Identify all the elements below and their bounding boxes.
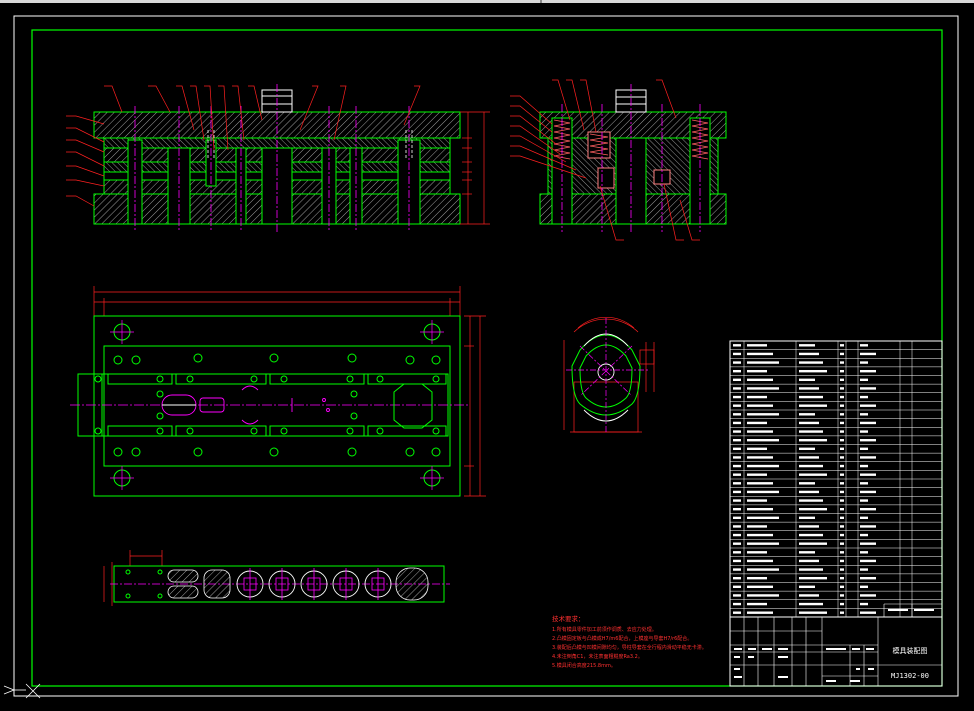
strip-layout-view[interactable] xyxy=(103,550,450,606)
note-line: 1.所有模具零件加工前须作调质、去应力处理。 xyxy=(552,626,657,633)
ucs-icon xyxy=(3,683,41,699)
side-section-view[interactable] xyxy=(510,79,727,241)
drawing-title: 模具装配图 xyxy=(893,646,928,655)
sheet-outer-border xyxy=(13,15,959,697)
technical-notes: 技术要求： 1.所有模具零件加工前须作调质、去应力处理。 2.凸模固定板与凸模成… xyxy=(552,614,707,669)
note-line: 2.凸模固定板与凸模成H7/m6配合，上模座与导套H7/r6配合。 xyxy=(552,635,692,642)
window-top-bar xyxy=(0,0,974,3)
lower-die-plan-view[interactable] xyxy=(70,286,486,497)
notes-heading: 技术要求： xyxy=(552,614,585,623)
note-line: 5.模具闭合高度215.8mm。 xyxy=(552,662,616,669)
parts-list-table xyxy=(729,340,943,618)
drawing-number: MJ1302-00 xyxy=(891,672,929,680)
front-section-view[interactable] xyxy=(66,84,490,232)
note-line: 3.装配后凸模与凹模间隙均匀，导柱导套在全行程内滑动平稳无卡滞。 xyxy=(552,644,707,651)
title-block: 模具装配图 MJ1302-00 xyxy=(729,603,943,687)
die-plate-outline xyxy=(103,345,451,467)
lower-shoe-outline xyxy=(93,315,461,497)
part-detail-view[interactable] xyxy=(563,316,655,433)
note-line: 4.未注倒角C1，未注表面粗糙度Ra3.2。 xyxy=(552,653,643,660)
window-top-bar-marker xyxy=(540,0,542,3)
